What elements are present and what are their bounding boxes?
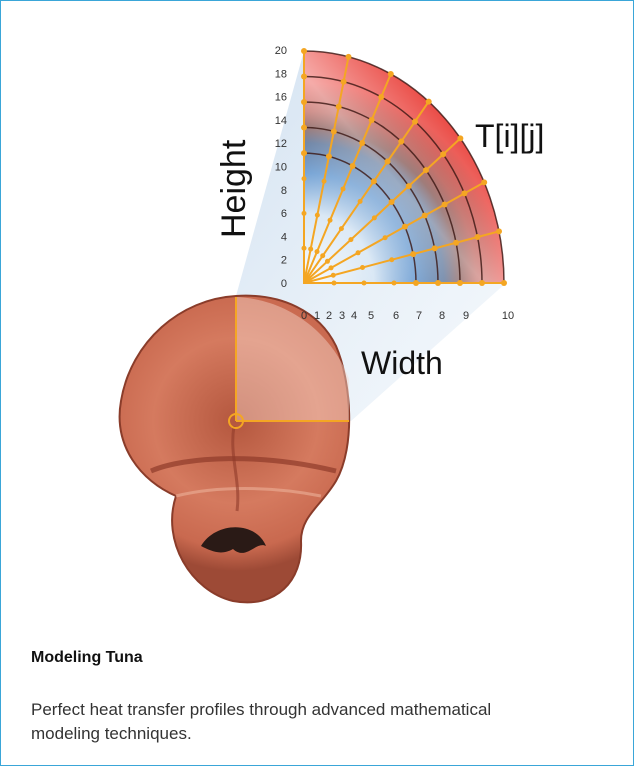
x-axis-label: Width [361,345,443,381]
tuna-steak-photo [120,296,350,603]
grid-node [423,167,429,173]
grid-node [412,119,418,125]
caption-text: Perfect heat transfer profiles through a… [31,698,551,746]
grid-node [339,226,344,231]
array-label: T[i][j] [475,118,544,154]
y-tick-label: 12 [275,138,287,150]
grid-node [389,257,394,262]
grid-node [325,259,330,264]
grid-node [348,237,353,242]
grid-node [315,249,320,254]
grid-node [442,201,448,207]
grid-node [406,183,412,189]
grid-node [388,71,394,77]
y-tick-label: 0 [281,278,287,290]
grid-node [383,235,388,240]
x-tick-label: 1 [314,310,320,322]
grid-node [369,117,375,123]
grid-node [461,190,467,196]
grid-node [422,213,428,219]
grid-node [329,265,334,270]
grid-node [481,179,487,185]
x-tick-label: 0 [301,310,307,322]
grid-node [341,186,346,191]
grid-node [457,135,463,141]
x-tick-label: 6 [393,310,399,322]
grid-node [385,158,391,164]
grid-node [378,94,384,100]
grid-node [496,228,502,234]
grid-node [315,213,320,218]
x-tick-label: 9 [463,310,469,322]
x-tick-label: 10 [502,310,514,322]
grid-node [341,79,347,85]
y-tick-label: 6 [281,208,287,220]
grid-node [346,54,352,60]
x-tick-label: 3 [339,310,345,322]
y-tick-label: 18 [275,68,287,80]
grid-node [326,153,332,159]
grid-node [389,199,395,205]
grid-node [328,218,333,223]
caption-title: Modeling Tuna [31,649,143,667]
grid-node [402,224,408,230]
grid-node [336,104,342,110]
x-tick-label: 2 [326,310,332,322]
grid-node [356,250,361,255]
grid-node [426,99,432,105]
grid-node [359,140,365,146]
y-tick-label: 16 [275,92,287,104]
y-axis-label: Height [215,139,253,238]
grid-node [475,234,481,240]
grid-node [440,151,446,157]
x-tick-label: 7 [416,310,422,322]
grid-node [371,178,377,184]
grid-node [320,253,325,258]
y-tick-label: 10 [275,162,287,174]
y-tick-label: 14 [275,115,287,127]
grid-node [372,215,377,220]
grid-node [331,128,337,134]
heat-grid [301,48,507,286]
grid-node [360,265,365,270]
grid-node [432,245,438,251]
grid-node [308,247,313,252]
grid-node [358,199,363,204]
grid-node [453,240,459,246]
x-tick-label: 4 [351,310,357,322]
grid-node [410,251,416,257]
x-tick-label: 5 [368,310,374,322]
x-tick-label: 8 [439,310,445,322]
grid-node [322,179,327,184]
y-tick-label: 4 [281,231,287,243]
y-tick-label: 20 [275,45,287,57]
grid-node [398,139,404,145]
y-tick-label: 2 [281,255,287,267]
y-tick-label: 8 [281,185,287,197]
grid-node [350,163,356,169]
grid-node [331,273,336,278]
